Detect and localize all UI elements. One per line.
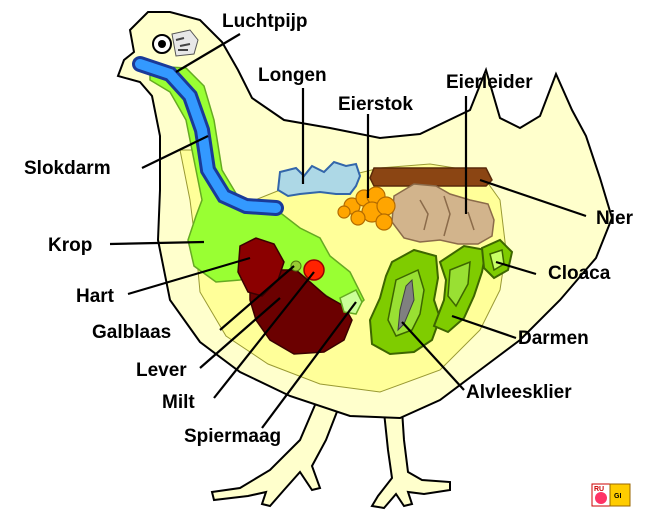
label-luchtpijp: Luchtpijp bbox=[222, 11, 307, 32]
label-spiermaag: Spiermaag bbox=[184, 426, 281, 447]
label-eierstok: Eierstok bbox=[338, 94, 413, 115]
leader-luchtpijp bbox=[175, 33, 241, 73]
label-darmen: Darmen bbox=[518, 328, 589, 349]
pupil bbox=[158, 40, 166, 48]
left-leg bbox=[210, 396, 342, 508]
label-nier: Nier bbox=[596, 208, 634, 229]
spleen bbox=[303, 259, 325, 281]
label-longen: Longen bbox=[258, 65, 327, 86]
labels: Luchtpijp Longen Eierleider Eierstok Slo… bbox=[24, 11, 634, 447]
label-alvleesklier: Alvleesklier bbox=[466, 382, 572, 403]
label-cloaca: Cloaca bbox=[548, 263, 611, 284]
lungs bbox=[276, 160, 362, 198]
gizzard bbox=[339, 288, 363, 315]
logo-right-text: GI bbox=[614, 493, 621, 500]
leader-darmen bbox=[451, 314, 517, 340]
label-krop: Krop bbox=[48, 235, 92, 256]
logo: RU GI bbox=[591, 483, 631, 507]
logo-right-box bbox=[609, 483, 631, 507]
logo-left-text: RU bbox=[594, 486, 604, 493]
oviduct bbox=[369, 167, 493, 187]
leader-galblaas bbox=[219, 265, 295, 331]
oviduct-folds bbox=[419, 195, 475, 237]
leader-spiermaag bbox=[261, 301, 357, 429]
leader-hart bbox=[127, 256, 251, 296]
liver bbox=[249, 269, 353, 355]
label-milt: Milt bbox=[162, 392, 195, 413]
leader-cloaca bbox=[495, 260, 537, 276]
esophagus-inner bbox=[135, 59, 281, 213]
label-slokdarm: Slokdarm bbox=[24, 158, 111, 179]
logo-seal-icon bbox=[595, 492, 607, 504]
label-hart: Hart bbox=[76, 286, 115, 307]
leader-krop bbox=[109, 240, 205, 246]
leader-nier bbox=[479, 178, 587, 218]
legs bbox=[210, 396, 451, 510]
leader-alvleesklier bbox=[401, 321, 465, 391]
gall-bladder bbox=[290, 260, 302, 272]
label-lever: Lever bbox=[136, 360, 187, 381]
leader-lever bbox=[199, 297, 281, 369]
label-galblaas: Galblaas bbox=[92, 322, 171, 343]
ovary bbox=[337, 186, 396, 231]
oviduct-mass bbox=[391, 183, 495, 245]
right-leg bbox=[370, 408, 451, 510]
leader-milt bbox=[213, 271, 315, 399]
skull-texture bbox=[175, 37, 191, 51]
leader-lines bbox=[109, 33, 587, 429]
label-eierleider: Eierleider bbox=[446, 72, 533, 93]
leader-slokdarm bbox=[141, 135, 209, 169]
